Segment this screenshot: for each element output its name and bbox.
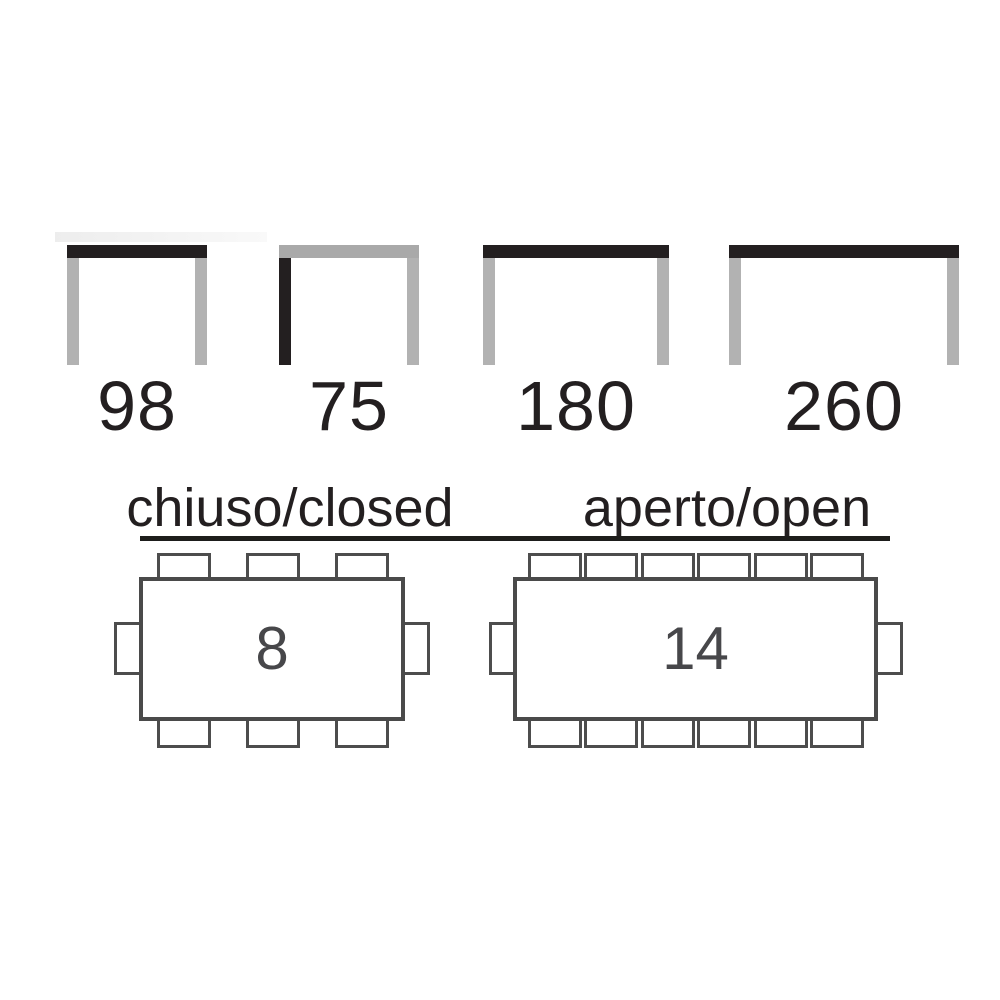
table-leg-right xyxy=(947,258,959,365)
tabletop-bar xyxy=(67,245,207,258)
table-leg-left xyxy=(729,258,741,365)
divider-rule xyxy=(140,536,890,541)
plan-table-closed: 8 xyxy=(139,577,405,721)
dimension-label: 180 xyxy=(516,367,636,445)
table-leg-right xyxy=(407,258,419,365)
section-label-closed: chiuso/closed xyxy=(126,478,454,538)
tabletop-bar xyxy=(279,245,419,258)
side-view-table-75: 75 xyxy=(279,245,419,475)
table-leg-left xyxy=(67,258,79,365)
tabletop-bar xyxy=(483,245,669,258)
table-leg-left xyxy=(279,258,291,365)
side-view-table-98: 98 xyxy=(67,245,207,475)
side-view-table-180: 180 xyxy=(483,245,669,475)
table-leg-left xyxy=(483,258,495,365)
seat-count-closed: 8 xyxy=(255,615,289,682)
tabletop-bar xyxy=(729,245,959,258)
dimension-label: 260 xyxy=(784,367,904,445)
table-leg-right xyxy=(195,258,207,365)
dimension-label: 75 xyxy=(309,367,389,445)
table-leg-right xyxy=(657,258,669,365)
faint-streak xyxy=(55,232,267,242)
plan-table-open: 14 xyxy=(513,577,878,721)
dimension-label: 98 xyxy=(97,367,177,445)
seat-count-open: 14 xyxy=(662,615,729,682)
section-label-open: aperto/open xyxy=(582,478,872,538)
side-view-table-260: 260 xyxy=(729,245,959,475)
